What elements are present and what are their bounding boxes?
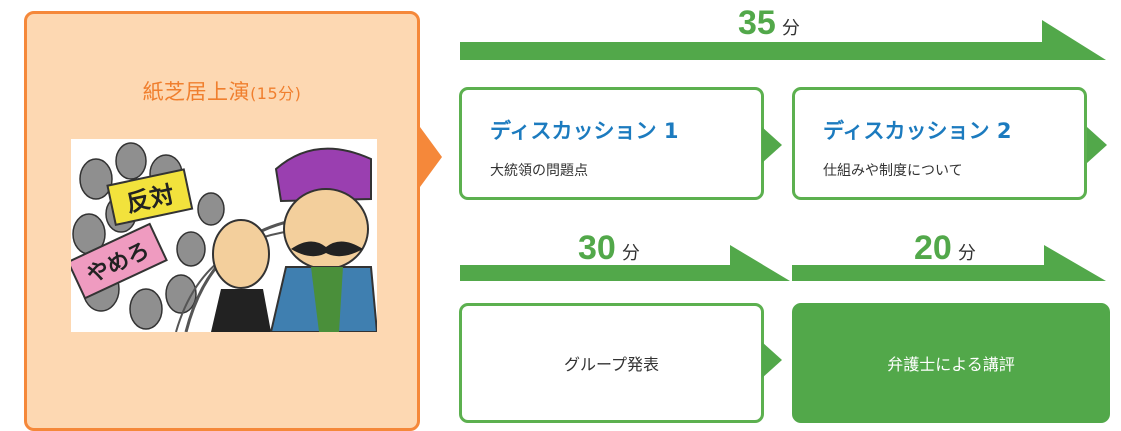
time-unit: 分	[781, 18, 800, 39]
time-unit: 分	[957, 243, 976, 264]
group-presentation-box: グループ発表	[459, 303, 764, 423]
discussion-2-box: ディスカッション 2 仕組みや制度について	[792, 87, 1087, 200]
time-value: 30	[578, 229, 616, 267]
time-bar-35	[460, 20, 1106, 60]
group-presentation-label: グループ発表	[563, 355, 660, 374]
discussion-2-desc: 仕組みや制度について	[823, 163, 963, 179]
time-bar-30	[460, 245, 790, 281]
time-unit: 分	[621, 243, 640, 264]
time-value: 20	[914, 229, 952, 267]
puppet-show-panel: 紙芝居上演(15分) 反対	[24, 11, 420, 431]
discussion-1-title: ディスカッション 1	[490, 119, 679, 143]
discussion-2-title: ディスカッション 2	[823, 119, 1012, 143]
discussion-1-desc: 大統領の問題点	[490, 163, 588, 179]
puppet-show-title-main: 紙芝居上演	[142, 80, 251, 104]
chevron-right-icon	[762, 342, 782, 378]
puppet-show-title: 紙芝居上演(15分)	[27, 76, 417, 106]
time-value: 35	[738, 4, 776, 42]
lawyer-review-box: 弁護士による講評	[792, 303, 1110, 423]
discussion-1-box: ディスカッション 1 大統領の問題点	[459, 87, 764, 200]
chevron-right-icon	[762, 127, 782, 163]
puppet-show-illustration: 反対 やめろ	[71, 139, 377, 332]
time-bar-20	[792, 245, 1106, 281]
puppet-show-duration: (15分)	[250, 84, 302, 103]
lawyer-review-label: 弁護士による講評	[887, 355, 1015, 374]
chevron-right-icon	[1087, 127, 1107, 163]
panel-pointer-arrow	[420, 127, 442, 187]
